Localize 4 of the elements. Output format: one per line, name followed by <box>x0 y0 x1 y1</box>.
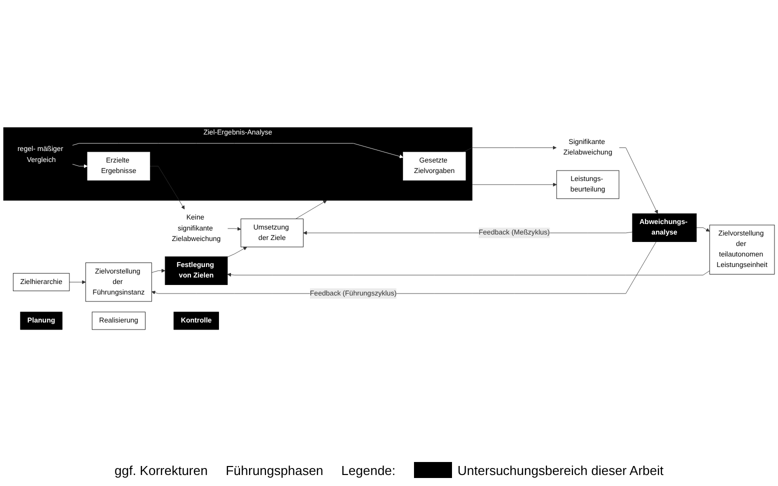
note-text: ggf. Korrekturen <box>114 462 208 478</box>
legend-text: Untersuchungsbereich dieser Arbeit <box>458 462 664 478</box>
note-text: Führungsphasen <box>226 462 324 478</box>
note-text: Legende: <box>341 462 396 478</box>
